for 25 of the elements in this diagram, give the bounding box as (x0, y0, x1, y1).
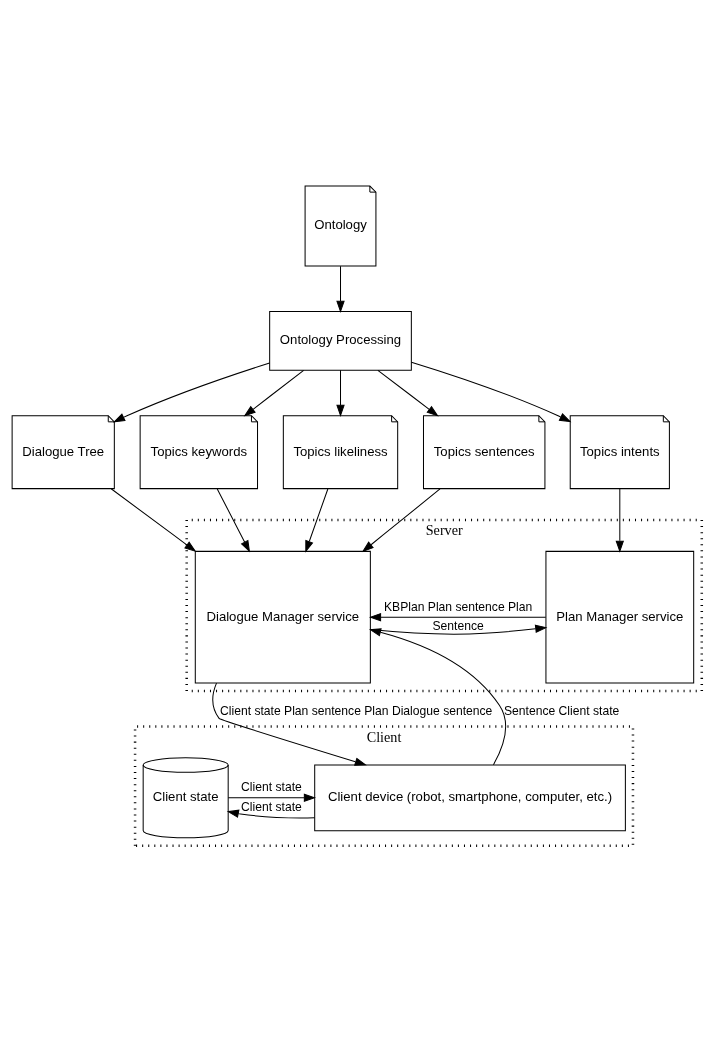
edge-label: Sentence Client state (503, 703, 620, 718)
arrow (368, 612, 547, 621)
arrow (615, 487, 625, 553)
arrow (377, 369, 439, 417)
arrow (361, 487, 441, 552)
edge-label: Client state (241, 799, 302, 814)
arrow (410, 361, 572, 422)
arrow (243, 369, 305, 417)
arrow (305, 487, 329, 553)
edge-label: Client state Plan sentence Plan Dialogue sentence (220, 703, 493, 718)
edge-label: KBPlan Plan sentence Plan (384, 599, 533, 614)
node-box: Client device (robot, smartphone, computer, etc.) (314, 763, 626, 831)
arrow (336, 265, 345, 313)
arrow (216, 487, 251, 553)
node-box: Dialogue Manager service (194, 550, 371, 683)
arrow (368, 627, 507, 765)
arrow (370, 624, 548, 635)
edge-label: Sentence (432, 618, 484, 633)
arrow (110, 487, 197, 552)
edge-label: Client state (241, 779, 302, 794)
node-box: Ontology Processing (269, 310, 412, 371)
arrow (336, 369, 345, 417)
arrow (226, 809, 315, 818)
node-box: Plan Manager service (545, 550, 695, 683)
arrow (227, 793, 316, 802)
